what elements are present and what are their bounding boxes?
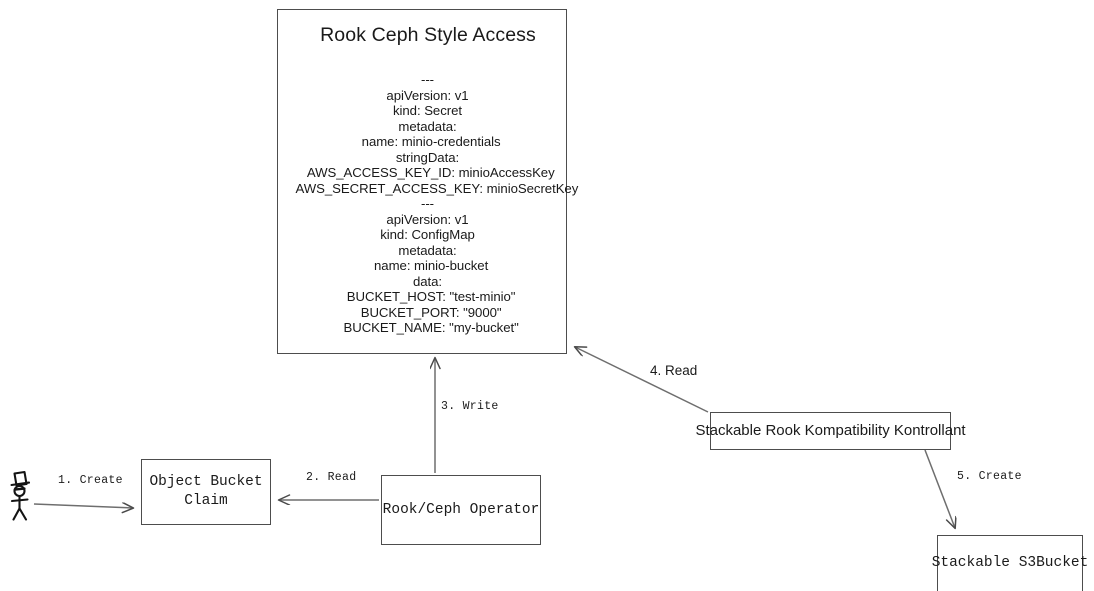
- yaml-card-body: --- apiVersion: v1 kind: Secret metadata…: [295, 72, 579, 335]
- edge-label-4-read: 4. Read: [650, 363, 698, 378]
- edge-5-create-arrow: [924, 449, 955, 528]
- edge-label-5-create: 5. Create: [957, 470, 1022, 483]
- node-stackable-rook-kompatibility-kontrollant[interactable]: Stackable Rook Kompatibility Kontrollant: [695, 412, 966, 450]
- node-rook-ceph-operator-label: Rook/Ceph Operator: [382, 501, 540, 518]
- node-rook-ceph-operator[interactable]: Rook/Ceph Operator: [381, 475, 541, 545]
- edge-1-create-arrow: [33, 504, 133, 508]
- node-stackable-s3bucket-label: Stackable S3Bucket: [931, 555, 1089, 571]
- node-object-bucket-claim[interactable]: Object Bucket Claim: [141, 459, 271, 525]
- yaml-spec-card: Rook Ceph Style Access --- apiVersion: v…: [277, 9, 579, 354]
- node-stackable-s3bucket[interactable]: Stackable S3Bucket: [932, 535, 1088, 591]
- yaml-card-title: Rook Ceph Style Access: [320, 24, 536, 46]
- edge-label-1-create: 1. Create: [58, 474, 123, 487]
- edge-label-2-read: 2. Read: [306, 471, 357, 484]
- node-srkk-label: Stackable Rook Kompatibility Kontrollant: [695, 422, 966, 439]
- edge-4-read-arrow: [575, 347, 709, 413]
- actor-stick-figure-icon: [10, 470, 31, 521]
- edge-label-3-write: 3. Write: [441, 400, 499, 413]
- node-object-bucket-claim-label: Object Bucket Claim: [149, 474, 263, 509]
